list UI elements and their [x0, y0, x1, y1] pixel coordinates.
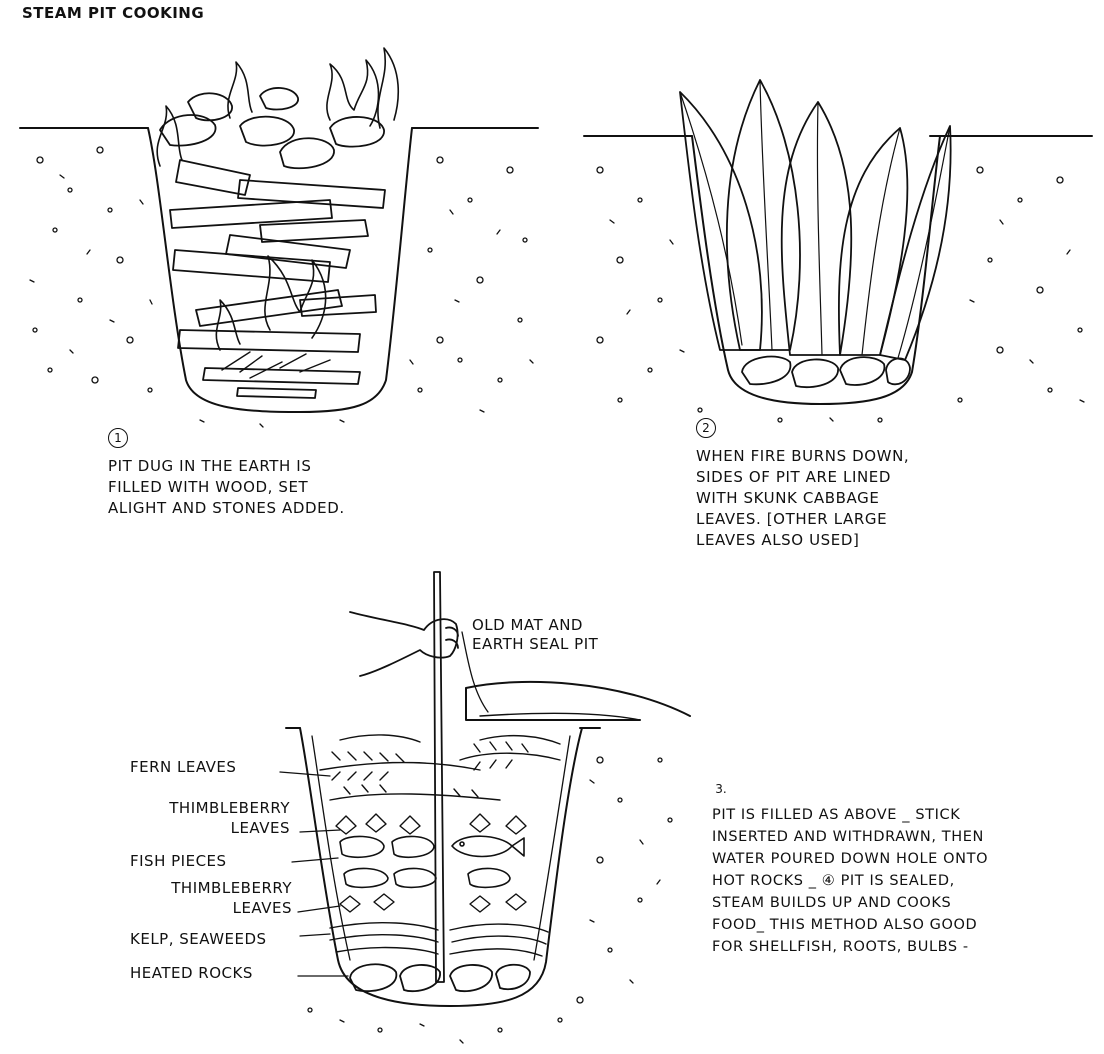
caption-2-line: SIDES OF PIT ARE LINED: [696, 468, 892, 486]
label-line: LEAVES: [230, 819, 290, 837]
fire-pit-drawing: [19, 47, 539, 428]
caption-2-line: WHEN FIRE BURNS DOWN,: [696, 447, 910, 465]
pit-wall-1: [147, 127, 413, 413]
soil-speckles: [29, 146, 534, 428]
bottom-stones: [741, 355, 911, 389]
flames: [156, 47, 400, 351]
soil-speckles-3: [307, 756, 673, 1044]
thimbleberry-layer-upper: [335, 813, 527, 835]
leaf-lined-pit-drawing: [583, 79, 1093, 423]
stones: [159, 87, 385, 170]
caption-1-line: FILLED WITH WOOD, SET: [108, 478, 309, 496]
label-fish-pieces: FISH PIECES: [130, 852, 227, 870]
stick-and-hand: [349, 571, 459, 983]
logs: [169, 159, 386, 399]
fern-layer: [319, 734, 561, 801]
label-thimbleberry-top: THIMBLEBERRY LEAVES: [130, 798, 290, 838]
caption-2-line: LEAVES. [OTHER LARGE: [696, 510, 888, 528]
caption-3-line: WATER POURED DOWN HOLE ONTO: [712, 851, 989, 867]
caption-3-line: FOR SHELLFISH, ROOTS, BULBS -: [712, 939, 969, 955]
label-heated-rocks: HEATED ROCKS: [130, 964, 253, 982]
label-kelp: KELP, SEAWEEDS: [130, 930, 267, 948]
caption-3-line: HOT ROCKS _ ④ PIT IS SEALED,: [712, 873, 955, 889]
leaf-lining: [311, 735, 571, 961]
caption-2: WHEN FIRE BURNS DOWN, SIDES OF PIT ARE L…: [696, 446, 909, 551]
pit-wall-2: [691, 135, 941, 405]
skunk-cabbage-leaves: [679, 79, 952, 361]
kindling: [221, 351, 331, 379]
caption-3-line: STEAM BUILDS UP AND COOKS: [712, 895, 952, 911]
heated-rocks: [349, 963, 531, 993]
step-number-3: 3.: [715, 782, 727, 796]
step-number-2: 2: [696, 418, 716, 438]
sealed-pit-drawing: [279, 571, 691, 1044]
step-number-1: 1: [108, 428, 128, 448]
caption-2-line: WITH SKUNK CABBAGE: [696, 489, 880, 507]
old-mat: [479, 712, 641, 721]
page-title: STEAM PIT COOKING: [22, 4, 205, 22]
label-line: THIMBLEBERRY: [169, 799, 290, 817]
label-seal-line: EARTH SEAL PIT: [472, 635, 599, 653]
caption-1-line: ALIGHT AND STONES ADDED.: [108, 499, 345, 517]
soil-speckles-2: [596, 166, 1085, 423]
pit-wall-3: [299, 727, 583, 1007]
kelp-layer: [329, 921, 549, 957]
caption-1-line: PIT DUG IN THE EARTH IS: [108, 457, 312, 475]
earth-seal-mound: [465, 680, 691, 721]
label-thimbleberry-bottom: THIMBLEBERRY LEAVES: [130, 878, 292, 918]
caption-3: PIT IS FILLED AS ABOVE _ STICK INSERTED …: [712, 804, 988, 958]
caption-3-line: PIT IS FILLED AS ABOVE _ STICK: [712, 807, 961, 823]
fish-pieces: [339, 835, 525, 889]
caption-2-line: LEAVES ALSO USED]: [696, 531, 860, 549]
thimbleberry-layer-lower: [339, 893, 527, 913]
label-line: THIMBLEBERRY: [171, 879, 292, 897]
label-line: LEAVES: [232, 899, 292, 917]
label-fern-leaves: FERN LEAVES: [130, 758, 237, 776]
label-seal: OLD MAT AND EARTH SEAL PIT: [472, 616, 598, 654]
caption-3-line: FOOD_ THIS METHOD ALSO GOOD: [712, 917, 978, 933]
caption-3-line: INSERTED AND WITHDRAWN, THEN: [712, 829, 984, 845]
caption-1: PIT DUG IN THE EARTH IS FILLED WITH WOOD…: [108, 456, 345, 519]
leader-lines: [279, 631, 489, 977]
label-seal-line: OLD MAT AND: [472, 616, 583, 634]
